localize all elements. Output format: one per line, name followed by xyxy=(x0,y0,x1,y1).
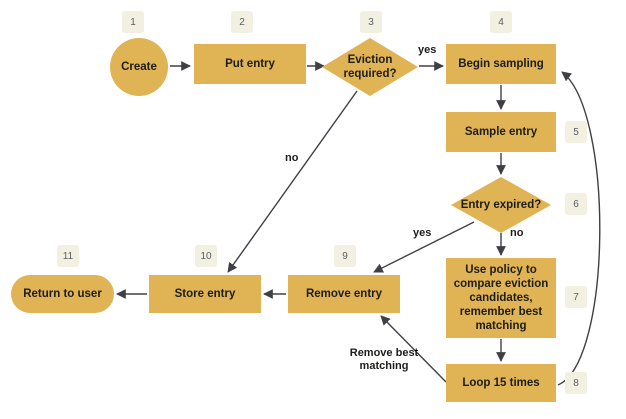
node-entry-expired-label: Entry expired? xyxy=(460,198,542,211)
node-eviction-required-label: Eviction required? xyxy=(343,53,397,80)
step-badge-11: 11 xyxy=(57,245,79,267)
diamond-shape xyxy=(451,177,551,233)
node-loop-15-times[interactable]: Loop 15 times xyxy=(446,364,556,402)
step-badge-1: 1 xyxy=(122,11,144,33)
edge-label-remove-best-matching: Remove best matching xyxy=(349,347,419,373)
edge-label-yes-eviction: yes xyxy=(418,44,437,56)
edge-loop15-back-to-begin-sampling xyxy=(557,71,601,386)
step-badge-5: 5 xyxy=(565,121,587,143)
step-badge-4: 4 xyxy=(490,11,512,33)
edge-label-yes-expired: yes xyxy=(413,227,432,239)
step-badge-8: 8 xyxy=(565,372,587,394)
step-badge-10: 10 xyxy=(195,245,217,267)
node-entry-expired[interactable]: Entry expired? xyxy=(451,177,551,233)
step-badge-7: 7 xyxy=(565,286,587,308)
node-store-entry[interactable]: Store entry xyxy=(149,275,261,313)
step-badge-6: 6 xyxy=(565,193,587,215)
node-return-to-user[interactable]: Return to user xyxy=(11,275,114,313)
edge-label-no-eviction: no xyxy=(285,152,299,164)
node-put-entry[interactable]: Put entry xyxy=(194,44,306,84)
node-create[interactable]: Create xyxy=(110,38,168,96)
edge-label-no-expired: no xyxy=(510,227,524,239)
step-badge-3: 3 xyxy=(360,11,382,33)
step-badge-2: 2 xyxy=(231,11,253,33)
step-badge-9: 9 xyxy=(334,245,356,267)
node-begin-sampling[interactable]: Begin sampling xyxy=(446,44,556,84)
diamond-shape xyxy=(322,38,418,96)
node-remove-entry[interactable]: Remove entry xyxy=(288,275,400,313)
node-eviction-required[interactable]: Eviction required? xyxy=(322,38,418,96)
node-sample-entry[interactable]: Sample entry xyxy=(446,112,556,152)
node-use-policy[interactable]: Use policy to compare eviction candidate… xyxy=(446,258,556,338)
